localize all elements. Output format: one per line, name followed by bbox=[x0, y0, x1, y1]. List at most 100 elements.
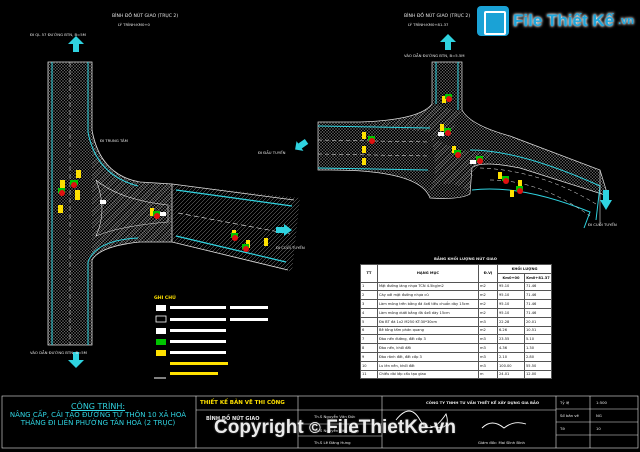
table-cell: 3 bbox=[360, 299, 378, 309]
project-header: CÔNG TRÌNH: bbox=[70, 402, 126, 411]
table-cell: m3 bbox=[478, 360, 498, 371]
table-cell: 24.01 bbox=[497, 369, 525, 380]
quantity-table: TT HẠNG MỤC Đ.VỊ KHỐI LƯỢNG Km0+00 Km0+8… bbox=[360, 264, 552, 380]
table-cell: Đào nền, khối đất bbox=[377, 343, 479, 353]
sheet-value: NG bbox=[596, 413, 602, 418]
right-left-road-label: ĐI ĐẦU TUYẾN bbox=[258, 150, 286, 155]
page-value: 10 bbox=[596, 426, 601, 431]
scale-label: Tỷ lệ bbox=[560, 400, 570, 405]
left-intersection-plan bbox=[47, 36, 300, 368]
left-plan-title: BÌNH ĐỒ NÚT GIAO (TRỤC 2) bbox=[112, 14, 179, 19]
left-top-road-label: ĐI QL 57 ĐƯỜNG BTN, B=5M bbox=[30, 32, 86, 37]
left-plan-station: LÝ TRÌNH:KM0+0 bbox=[118, 22, 150, 27]
project-name-line1: NÂNG CẤP, CẢI TẠO ĐƯỜNG TỪ THÔN 10 XÃ HO… bbox=[9, 411, 187, 419]
table-cell: 4.36 bbox=[497, 343, 525, 353]
traffic-sign-icon bbox=[153, 211, 160, 219]
left-branch-hatch bbox=[92, 130, 300, 272]
copyright-site: FileThietKe.vn bbox=[326, 417, 456, 438]
stop-marking bbox=[60, 180, 65, 190]
table-cell: 9 bbox=[360, 351, 378, 362]
table-cell: Chiều dài lớp cấu tạo giao bbox=[377, 369, 479, 380]
table-cell: 71.46 bbox=[524, 290, 552, 301]
company-name: CÔNG TY TNHH TƯ VẤN THIẾT KẾ XÂY DỰNG GI… bbox=[426, 400, 540, 405]
signature bbox=[395, 410, 448, 429]
table-header: Đ.VỊ bbox=[478, 264, 498, 283]
table-cell: 71.46 bbox=[524, 299, 552, 309]
traffic-sign-icon bbox=[516, 186, 523, 194]
table-cell: 5 bbox=[360, 316, 378, 327]
table-cell: m2 bbox=[478, 307, 498, 318]
table-header: KHỐI LƯỢNG bbox=[497, 264, 552, 274]
table-cell: Cày xới mặt đường nhựa cũ bbox=[377, 290, 479, 301]
site-logo[interactable]: File Thiết Kế .vn bbox=[477, 6, 634, 36]
table-cell: 22.28 bbox=[497, 316, 525, 327]
right-right-road-label: ĐI CUỐI TUYẾN bbox=[588, 222, 617, 227]
direction-arrow-icon bbox=[276, 224, 292, 236]
logo-suffix: .vn bbox=[618, 15, 634, 27]
table-cell: 71.46 bbox=[524, 307, 552, 318]
right-plan-title: BÌNH ĐỒ NÚT GIAO (TRỤC 2) bbox=[404, 14, 471, 19]
file-icon bbox=[477, 6, 510, 36]
right-plan-station: LÝ TRÌNH:KM0+81.37 bbox=[408, 22, 449, 27]
right-intersection-plan bbox=[295, 34, 612, 229]
table-cell: 100.00 bbox=[497, 360, 525, 371]
right-road-surface bbox=[317, 61, 609, 199]
table-header: TT bbox=[360, 264, 378, 283]
direction-arrow-icon bbox=[68, 352, 84, 368]
table-cell: 95.10 bbox=[497, 299, 525, 309]
left-curb-line bbox=[175, 189, 293, 207]
table-cell: 7 bbox=[360, 334, 378, 345]
direction-arrow-icon bbox=[295, 138, 309, 151]
designer-name: Th.S Nguyễn Văn Đức bbox=[314, 414, 356, 419]
traffic-sign-icon bbox=[242, 244, 249, 252]
table-cell: 20.01 bbox=[524, 316, 552, 327]
approver-name: Th.S Lê Đăng Hưng bbox=[314, 440, 351, 445]
director-name: Giám đốc: Mai Đình Bình bbox=[478, 440, 525, 445]
left-right-road-label: ĐI CUỐI TUYẾN bbox=[276, 245, 305, 250]
copyright-text: Copyright bbox=[214, 417, 304, 438]
table-cell: 8 bbox=[360, 343, 378, 353]
direction-arrow-icon bbox=[68, 36, 84, 52]
legend-swatches bbox=[154, 305, 268, 379]
legend-title: GHI CHÚ bbox=[154, 296, 176, 301]
table-subheader: Km0+81.37 bbox=[524, 272, 552, 283]
table-cell: m3 bbox=[478, 316, 498, 327]
project-name-line2: THẮNG ĐI LIÊN PHƯỜNG TÂN HOÀ (2 TRỤC) bbox=[20, 419, 176, 427]
traffic-sign-icon bbox=[454, 150, 461, 158]
table-cell: 2 bbox=[360, 290, 378, 301]
table-cell: m3 bbox=[478, 343, 498, 353]
table-cell: 95.10 bbox=[497, 307, 525, 318]
table-cell: 95.10 bbox=[497, 281, 525, 292]
project-info: CÔNG TRÌNH: NÂNG CẤP, CẢI TẠO ĐƯỜNG TỪ T… bbox=[0, 402, 196, 427]
left-bottom-road-label: VÀO DẪN ĐƯỜNG BTN, B=5M bbox=[30, 350, 87, 355]
traffic-sign-icon bbox=[444, 128, 451, 136]
direction-arrow-icon bbox=[600, 190, 612, 210]
copyright-watermark: Copyright © FileThietKe.vn bbox=[214, 417, 456, 439]
table-cell: Lu lèn nền, khối đất bbox=[377, 360, 479, 371]
scale-value: 1:500 bbox=[596, 400, 607, 405]
traffic-sign-icon bbox=[58, 188, 65, 196]
table-cell: 95.10 bbox=[497, 290, 525, 301]
copyright-symbol: © bbox=[309, 420, 321, 437]
table-cell: m2 bbox=[478, 299, 498, 309]
table-cell: 2.80 bbox=[524, 351, 552, 362]
table-cell: m2 bbox=[478, 281, 498, 292]
left-lane-divider bbox=[177, 212, 291, 235]
table-cell: 55.50 bbox=[524, 360, 552, 371]
table-cell: 10 bbox=[360, 360, 378, 371]
table-cell: m3 bbox=[478, 334, 498, 345]
direction-arrow-icon bbox=[440, 34, 456, 50]
table-cell: m3 bbox=[478, 351, 498, 362]
table-cell: 4 bbox=[360, 307, 378, 318]
table-cell: Đá BT đá 1x2 M250 KT:30*30cm bbox=[377, 316, 479, 327]
checker-name: Th.S Nguyễn Tiến Dũng bbox=[314, 428, 359, 433]
